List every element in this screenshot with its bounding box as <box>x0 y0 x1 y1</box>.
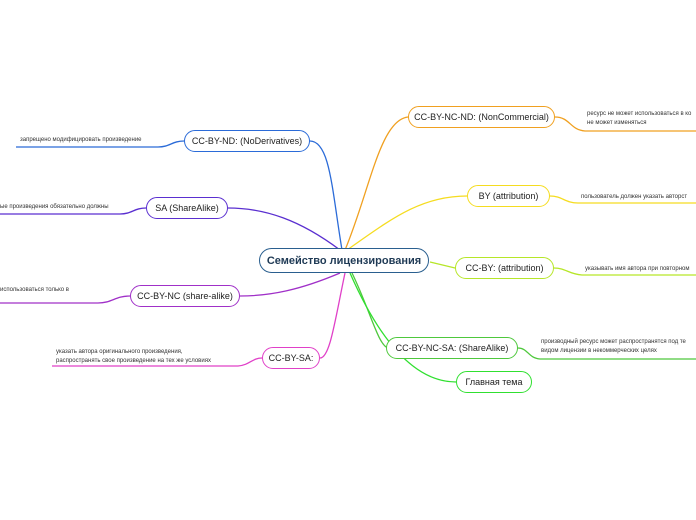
topic-main-topic[interactable]: Главная тема <box>456 371 532 393</box>
note-cc-by-sa: указать автора оригинального произведени… <box>56 349 211 364</box>
topic-cc-by-nc-nd[interactable]: CC-BY-NC-ND: (NonCommercial) <box>408 106 555 128</box>
note-cc-by-nd: запрещено модифицировать произведение <box>20 137 142 143</box>
note-sa: ые произведения обязательно должны <box>0 204 109 210</box>
connector-main-topic <box>349 272 457 383</box>
topic-cc-by-nc-label: CC-BY-NC (share-alike) <box>137 291 233 301</box>
connector-cc-by-nc <box>239 272 341 297</box>
topic-cc-by-sa-label: CC-BY-SA: <box>268 353 314 363</box>
root-topic-label: Семейство лицензирования <box>266 254 422 267</box>
connector-sa <box>227 207 341 251</box>
note-cc-by-nc: использоваться только в <box>0 287 69 293</box>
topic-cc-by-nc-sa[interactable]: CC-BY-NC-SA: (ShareAlike) <box>386 337 518 359</box>
connector-cc-by-nd <box>184 140 343 251</box>
connector-sa-note <box>0 207 147 215</box>
topic-sa[interactable]: SA (ShareAlike) <box>146 197 228 219</box>
note-cc-by-attribution: указывать имя автора при повторном <box>585 266 690 272</box>
topic-cc-by-nc-sa-label: CC-BY-NC-SA: (ShareAlike) <box>395 343 509 353</box>
topic-by-attribution-label: BY (attribution) <box>478 191 539 201</box>
topic-cc-by-nd[interactable]: CC-BY-ND: (NoDerivatives) <box>184 130 310 152</box>
connector-cc-by-nc-nd-note <box>554 116 696 132</box>
topic-cc-by-sa[interactable]: CC-BY-SA: <box>262 347 320 369</box>
topic-by-attribution[interactable]: BY (attribution) <box>467 185 550 207</box>
topic-cc-by-attribution-label: CC-BY: (attribution) <box>465 263 544 273</box>
topic-main-topic-label: Главная тема <box>465 377 523 387</box>
connector-cc-by-nc-sa-note <box>517 347 696 360</box>
topic-cc-by-nc[interactable]: CC-BY-NC (share-alike) <box>130 285 240 307</box>
note-cc-by-nc-sa: производный ресурс может распространятся… <box>541 339 686 354</box>
topic-sa-label: SA (ShareAlike) <box>155 203 219 213</box>
connector-by-attribution-note <box>549 195 696 204</box>
connector-cc-by-sa <box>319 272 346 359</box>
connector-cc-by-attribution-note <box>553 267 696 276</box>
topic-cc-by-attribution[interactable]: CC-BY: (attribution) <box>455 257 554 279</box>
connector-cc-by-nc-nd <box>344 116 555 251</box>
topic-cc-by-nc-nd-label: CC-BY-NC-ND: (NonCommercial) <box>414 112 549 122</box>
connector-cc-by-sa-note <box>52 357 263 367</box>
note-cc-by-nc-nd: ресурс не может использоваться в ко не м… <box>587 111 692 126</box>
note-by-attribution: пользователь должен указать авторст <box>581 194 688 200</box>
topic-cc-by-nd-label: CC-BY-ND: (NoDerivatives) <box>191 136 303 146</box>
connector-cc-by-nc-note <box>0 295 131 304</box>
connector-by-attribution <box>346 195 550 251</box>
root-topic[interactable]: Семейство лицензирования <box>259 248 429 273</box>
connector-cc-by-nd-note <box>16 140 185 148</box>
